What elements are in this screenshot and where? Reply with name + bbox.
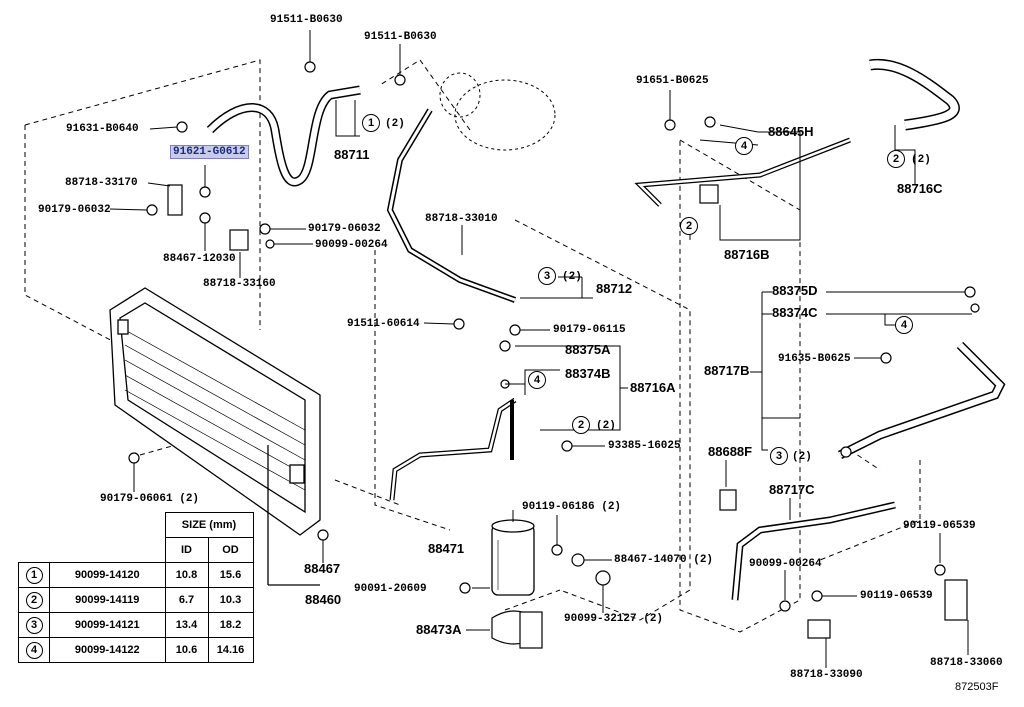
label-88716b[interactable]: 88716B — [724, 247, 770, 262]
callout-3-88717b: 3 — [770, 447, 788, 465]
label-88716c[interactable]: 88716C — [897, 181, 943, 196]
col-od: OD — [207, 537, 254, 563]
row-num: 2 — [25, 591, 43, 609]
label-88374b[interactable]: 88374B — [565, 366, 611, 381]
callout-4-88645h: 4 — [735, 137, 753, 155]
label-90099-00264-left[interactable]: 90099-00264 — [315, 239, 388, 251]
row-id: 10.8 — [164, 562, 209, 588]
label-88718-33010[interactable]: 88718-33010 — [425, 213, 498, 225]
label-88467-14070[interactable]: 88467-14070 (2) — [614, 554, 714, 566]
callout-2-88716c: 2 — [887, 150, 905, 168]
qty-88712: (2) — [562, 271, 582, 283]
label-90179-06061[interactable]: 90179-06061 (2) — [100, 493, 200, 505]
row-od: 15.6 — [207, 562, 254, 588]
label-90099-00264-right[interactable]: 90099-00264 — [749, 558, 822, 570]
size-table: SIZE (mm) ID OD 1 90099-14120 10.8 15.6 … — [18, 512, 254, 663]
fasteners — [128, 61, 980, 639]
row-od: 18.2 — [207, 612, 254, 638]
row-part[interactable]: 90099-14120 — [49, 562, 166, 588]
condenser-88460 — [109, 287, 321, 586]
row-od: 10.3 — [207, 587, 254, 613]
row-part[interactable]: 90099-14121 — [49, 612, 166, 638]
bracket-88473a — [491, 610, 543, 649]
row-id: 6.7 — [164, 587, 209, 613]
label-88375a[interactable]: 88375A — [565, 342, 611, 357]
row-od: 14.16 — [207, 637, 254, 663]
label-90119-06539-mid[interactable]: 90119-06539 — [860, 590, 933, 602]
label-88718-33170[interactable]: 88718-33170 — [65, 177, 138, 189]
label-91651-b0625[interactable]: 91651-B0625 — [636, 75, 709, 87]
qty-88716a: (2) — [596, 420, 616, 432]
callout-4-88374c: 4 — [895, 316, 913, 334]
label-90179-06115[interactable]: 90179-06115 — [553, 324, 626, 336]
label-90119-06539-right[interactable]: 90119-06539 — [903, 520, 976, 532]
label-88471[interactable]: 88471 — [428, 541, 465, 556]
callout-4-88374b: 4 — [528, 371, 546, 389]
label-88716a[interactable]: 88716A — [630, 380, 676, 395]
callout-2-88716a: 2 — [572, 416, 590, 434]
table-row: 4 90099-14122 10.6 14.16 — [18, 637, 254, 663]
size-table-header-row: SIZE (mm) — [19, 512, 254, 538]
col-id: ID — [164, 537, 209, 563]
label-88467-12030[interactable]: 88467-12030 — [163, 253, 236, 265]
size-table-col-row: ID OD — [19, 537, 254, 563]
qty-88716c: (2) — [911, 154, 931, 166]
row-part[interactable]: 90099-14119 — [49, 587, 166, 613]
label-88467[interactable]: 88467 — [304, 561, 341, 576]
label-88717b[interactable]: 88717B — [704, 363, 750, 378]
table-row: 1 90099-14120 10.8 15.6 — [18, 562, 254, 588]
receiver-88471 — [491, 519, 535, 596]
row-id: 10.6 — [164, 637, 209, 663]
label-91631-b0640[interactable]: 91631-B0640 — [66, 123, 139, 135]
pipes — [206, 58, 1006, 601]
row-num: 1 — [25, 566, 43, 584]
label-91511-60614[interactable]: 91511-60614 — [347, 318, 420, 330]
qty-88717b: (2) — [792, 451, 812, 463]
label-91621-g0612-highlighted[interactable]: 91621-G0612 — [170, 145, 249, 159]
compressor-outline — [439, 72, 556, 151]
label-90179-06032-left[interactable]: 90179-06032 — [38, 204, 111, 216]
callout-3-88712: 3 — [538, 267, 556, 285]
label-91635-b0625[interactable]: 91635-B0625 — [778, 353, 851, 365]
label-88718-33090[interactable]: 88718-33090 — [790, 669, 863, 681]
label-90091-20609[interactable]: 90091-20609 — [354, 583, 427, 595]
label-88473a[interactable]: 88473A — [416, 622, 462, 637]
label-88718-33060[interactable]: 88718-33060 — [930, 657, 1003, 669]
label-88712[interactable]: 88712 — [596, 281, 633, 296]
label-88711[interactable]: 88711 — [334, 147, 370, 162]
label-91511-b0630-right[interactable]: 91511-B0630 — [364, 31, 437, 43]
label-88645h[interactable]: 88645H — [768, 124, 814, 139]
label-88688f[interactable]: 88688F — [708, 444, 753, 459]
label-93385-16025[interactable]: 93385-16025 — [608, 440, 681, 452]
callout-1: 1 — [362, 114, 380, 132]
row-num: 3 — [25, 616, 43, 634]
row-id: 13.4 — [164, 612, 209, 638]
row-num: 4 — [25, 641, 43, 659]
callout-2-88716b: 2 — [680, 217, 698, 235]
row-part[interactable]: 90099-14122 — [49, 637, 166, 663]
label-91511-b0630-top[interactable]: 91511-B0630 — [270, 14, 343, 26]
size-header: SIZE (mm) — [164, 512, 254, 538]
label-90119-06186[interactable]: 90119-06186 (2) — [522, 501, 622, 513]
label-90179-06032-right[interactable]: 90179-06032 — [308, 223, 381, 235]
label-90099-32127[interactable]: 90099-32127 (2) — [564, 613, 664, 625]
label-88375d[interactable]: 88375D — [772, 283, 818, 298]
label-88717c[interactable]: 88717C — [769, 482, 815, 497]
label-88460[interactable]: 88460 — [305, 592, 342, 607]
table-row: 3 90099-14121 13.4 18.2 — [18, 612, 254, 638]
diagram-code: 872503F — [955, 681, 999, 693]
label-88374c[interactable]: 88374C — [772, 305, 818, 320]
label-88718-33160[interactable]: 88718-33160 — [203, 278, 276, 290]
table-row: 2 90099-14119 6.7 10.3 — [18, 587, 254, 613]
qty-88711: (2) — [385, 118, 405, 130]
